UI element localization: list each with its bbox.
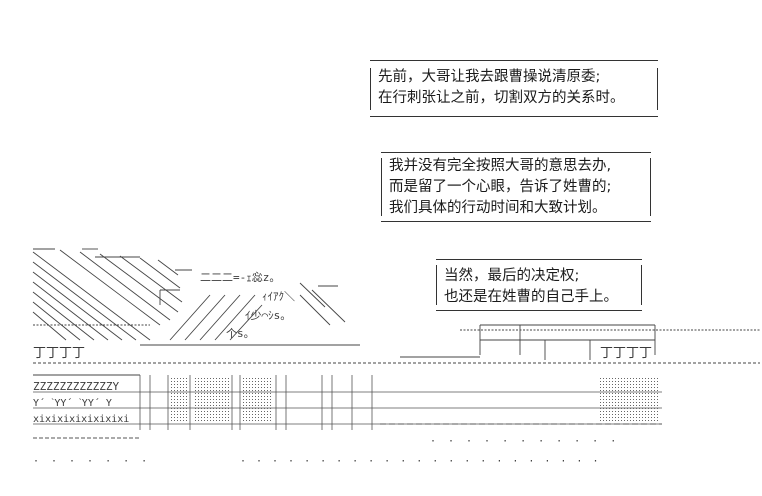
ground-row-2: Y´ ˋYY´ ˋYY´ Y (33, 397, 112, 409)
dialogue-line: 而是留了一个心眼，告诉了姓曹的; (389, 179, 612, 195)
ground-dots: ······· ······················· ········… (33, 436, 628, 467)
slope-hatching (32, 249, 346, 341)
dialogue-line: 也还是在姓曹的自己手上。 (444, 289, 618, 305)
dialogue-line: 我并没有完全按照大哥的意思去办, (389, 158, 612, 174)
dialogue-box-3: 当然，最后的决定权; 也还是在姓曹的自己手上。 (434, 259, 644, 311)
dialogue-box-1: 先前，大哥让我去跟曹操说清原委; 在行刺张让之前，切割双方的关系时。 (368, 60, 660, 118)
peak-glyph: 个s。 (226, 327, 255, 340)
mountain-glyphs-2: ｲ少⌒ｼs。 (245, 309, 291, 322)
ridge-lines (33, 248, 760, 376)
mountain-glyphs: ｨｲｱｸ＼ (262, 290, 295, 303)
dialogue-line: 先前，大哥让我去跟曹操说清原委; (378, 69, 601, 85)
dialogue-line: 当然，最后的决定权; (444, 268, 580, 284)
lower-horizon (33, 423, 662, 439)
dialogue-box-2: 我并没有完全按照大哥的意思去办, 而是留了一个心眼，告诉了姓曹的; 我们具体的行… (379, 152, 653, 222)
wall-row-right: 丁丁丁丁 (600, 346, 652, 361)
svg-text:·······: ······· (33, 456, 159, 467)
wall-row: 丁丁丁丁 (33, 346, 85, 361)
dialogue-line: 我们具体的行动时间和大致计划。 (389, 200, 607, 216)
bottom-row: xixixixixixixixi (33, 414, 129, 425)
dialogue-line: 在行刺张让之前，切割双方的关系时。 (378, 90, 625, 106)
art-glyphs: 二二二=-ｪ惢z。 ｨｲｱｸ＼ ｲ少⌒ｼs。 个s。 丁丁丁丁 丁丁丁丁 ZZZ… (33, 270, 652, 425)
clouds-text: 二二二=-ｪ惢z。 (200, 270, 280, 284)
svg-text:···········: ··········· (430, 436, 628, 447)
svg-text:·······················: ······················· (240, 456, 608, 467)
building-rows (33, 375, 662, 430)
window-dots (170, 378, 660, 422)
ground-row: ZZZZZZZZZZZZY (33, 380, 119, 393)
